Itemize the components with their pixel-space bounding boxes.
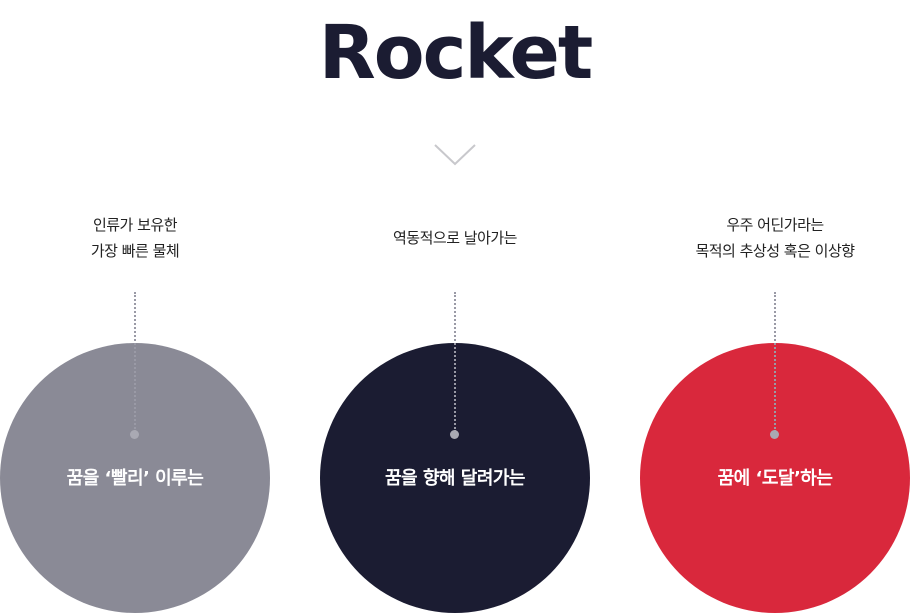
caption-line: 목적의 추상성 혹은 이상향 — [695, 242, 855, 260]
circle-label: 꿈을 향해 달려가는 — [384, 468, 526, 489]
chevron-down-icon — [434, 144, 476, 166]
caption: 역동적으로 날아가는 — [320, 208, 590, 268]
circle-label: 꿈에 ‘도달’하는 — [717, 468, 833, 489]
caption: 인류가 보유한 가장 빠른 물체 — [0, 208, 270, 268]
dotted-connector — [134, 292, 136, 432]
dotted-connector — [454, 292, 456, 432]
caption-line: 가장 빠른 물체 — [90, 242, 180, 260]
connector-dot — [450, 430, 459, 439]
circle-label: 꿈을 ‘빨리’ 이루는 — [66, 468, 204, 489]
connector-dot — [130, 430, 139, 439]
column-speed: 인류가 보유한 가장 빠른 물체 꿈을 ‘빨리’ 이루는 — [0, 0, 270, 613]
caption-line: 역동적으로 날아가는 — [393, 229, 517, 247]
caption-line: 인류가 보유한 — [92, 216, 178, 234]
caption-line: 우주 어딘가라는 — [726, 216, 824, 234]
connector-dot — [770, 430, 779, 439]
column-destination: 우주 어딘가라는 목적의 추상성 혹은 이상향 꿈에 ‘도달’하는 — [640, 0, 910, 613]
column-dynamic: 역동적으로 날아가는 꿈을 향해 달려가는 — [320, 0, 590, 613]
page-title: Rocket — [318, 10, 593, 96]
caption: 우주 어딘가라는 목적의 추상성 혹은 이상향 — [640, 208, 910, 268]
dotted-connector — [774, 292, 776, 432]
